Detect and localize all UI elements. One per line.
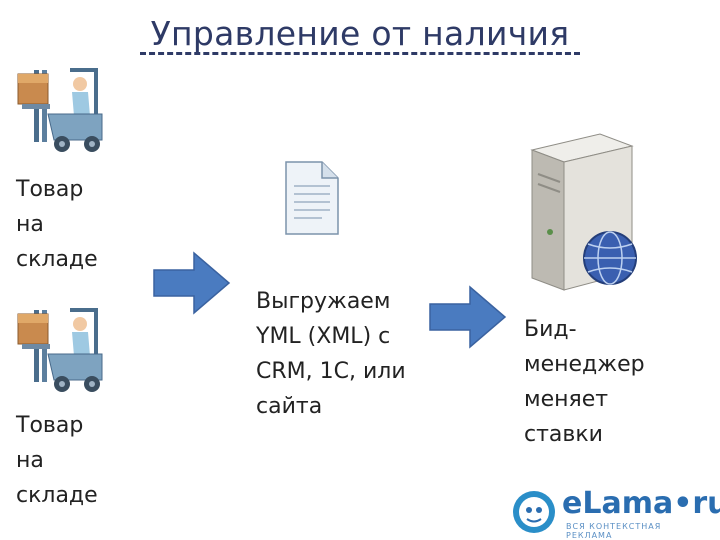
warehouse-label-bottom: Товар на складе bbox=[16, 413, 98, 508]
elama-mascot-icon bbox=[513, 491, 555, 533]
title-underline bbox=[140, 52, 580, 55]
manager-label: Бид- менеджер меняет ставки bbox=[524, 317, 645, 447]
arrow-right-icon bbox=[429, 285, 507, 349]
export-label: Выгружаем YML (XML) с CRM, 1C, или сайта bbox=[256, 289, 406, 419]
page-title: Управление от наличия bbox=[150, 14, 570, 53]
forklift-icon bbox=[17, 308, 103, 392]
document-icon bbox=[285, 161, 339, 235]
forklift-icon bbox=[17, 68, 103, 152]
logo-subtitle: ВСЯ КОНТЕКСТНАЯ РЕКЛАМА bbox=[566, 522, 662, 540]
server-globe-icon bbox=[530, 133, 637, 291]
logo-text: eLama•ru bbox=[562, 486, 720, 521]
elama-logo: eLama•ru ВСЯ КОНТЕКСТНАЯ РЕКЛАМА bbox=[510, 484, 720, 540]
warehouse-label-top: Товар на складе bbox=[16, 177, 98, 272]
arrow-right-icon bbox=[153, 251, 231, 315]
